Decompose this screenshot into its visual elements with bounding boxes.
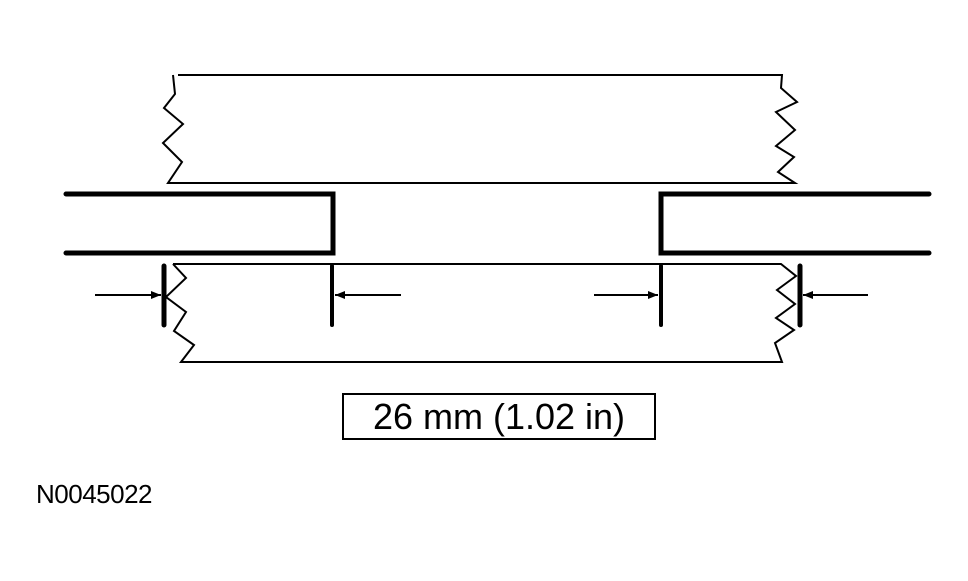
left-plate	[63, 191, 336, 256]
dimension-label: 26 mm (1.02 in)	[342, 393, 656, 440]
upper-component	[161, 74, 799, 184]
right-plate	[658, 191, 932, 256]
edge-markers	[161, 263, 803, 328]
dimension-text: 26 mm (1.02 in)	[372, 395, 626, 437]
lower-component	[164, 263, 798, 363]
figure-id: N0045022	[36, 479, 153, 509]
